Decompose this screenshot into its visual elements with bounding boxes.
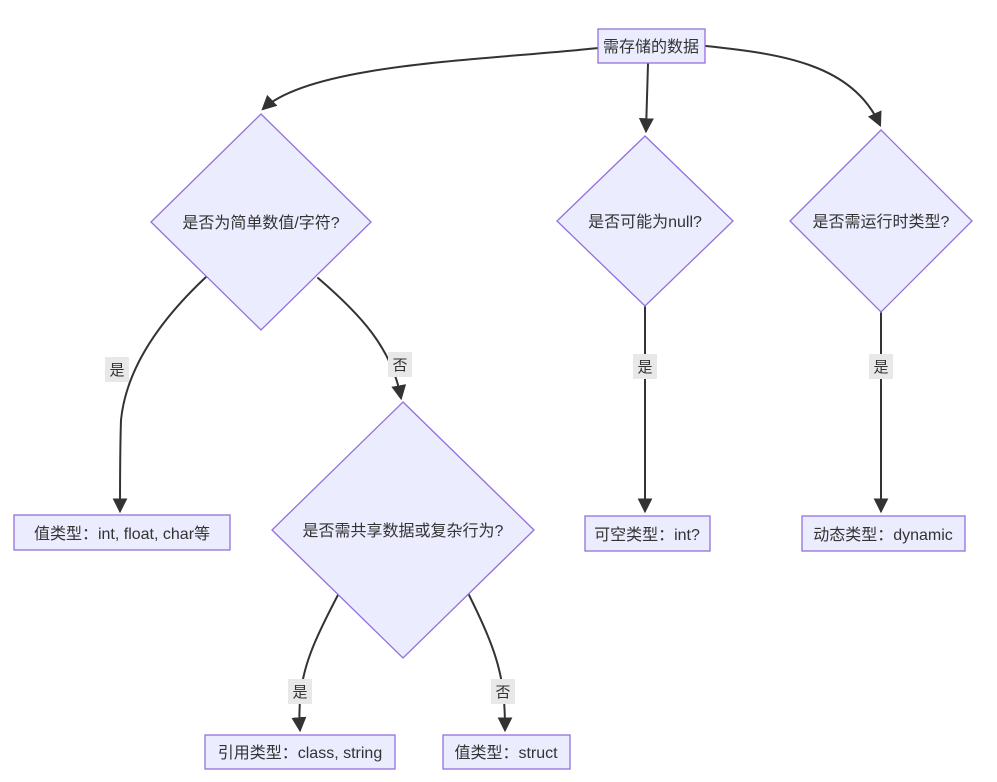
edge-simple-no-to-share <box>317 277 407 401</box>
node-result-struct: 值类型：struct <box>442 734 571 770</box>
edge-root-to-simple <box>261 47 599 111</box>
node-question-runtime-diamond <box>789 129 973 313</box>
node-result-dynamic: 动态类型：dynamic <box>801 515 966 552</box>
node-result-reference-box <box>204 734 396 770</box>
edge-root-to-runtime <box>705 45 882 128</box>
node-result-struct-label: 值类型：struct <box>454 744 558 762</box>
edge-simple-yes-to-value <box>112 276 207 514</box>
node-result-reference: 引用类型：class, string <box>204 734 396 770</box>
edge-label-text: 是 <box>637 359 652 376</box>
node-result-dynamic-box <box>801 515 966 552</box>
edge-label-background <box>105 357 129 382</box>
edge-label-background <box>491 679 515 704</box>
node-question-null-label: 是否可能为null? <box>588 213 702 231</box>
edge-label-share-yes: 是 <box>288 679 312 704</box>
edge-label-simple-no: 否 <box>388 352 412 377</box>
edge-label-text: 是 <box>292 684 307 701</box>
node-result-struct-box <box>442 734 571 770</box>
node-result-value-box <box>13 514 231 551</box>
node-question-runtime-label: 是否需运行时类型? <box>813 213 950 231</box>
node-question-simple: 是否为简单数值/字符? <box>150 113 372 331</box>
node-question-null: 是否可能为null? <box>556 135 734 307</box>
node-result-value-label: 值类型：int, float, char等 <box>34 525 210 543</box>
edge-share-yes-to-reference <box>291 592 340 733</box>
edge-label-text: 否 <box>495 684 510 701</box>
edge-label-share-no: 否 <box>491 679 515 704</box>
edge-root-to-null <box>638 63 654 134</box>
node-question-simple-diamond <box>150 113 372 331</box>
edge-label-null-yes: 是 <box>633 354 657 379</box>
node-result-nullable: 可空类型：int? <box>584 515 711 552</box>
node-question-share: 是否需共享数据或复杂行为? <box>271 401 535 659</box>
edge-label-simple-yes: 是 <box>105 357 129 382</box>
edge-label-background <box>869 354 893 379</box>
edge-label-text: 否 <box>392 357 407 374</box>
node-question-share-diamond <box>271 401 535 659</box>
node-question-simple-label: 是否为简单数值/字符? <box>182 214 339 232</box>
edge-label-runtime-yes: 是 <box>869 354 893 379</box>
node-result-reference-label: 引用类型：class, string <box>218 744 382 762</box>
node-question-runtime: 是否需运行时类型? <box>789 129 973 313</box>
node-question-share-label: 是否需共享数据或复杂行为? <box>303 522 504 540</box>
edge-label-background <box>633 354 657 379</box>
edge-share-no-to-struct <box>467 592 513 733</box>
node-result-nullable-label: 可空类型：int? <box>594 526 700 544</box>
node-result-dynamic-label: 动态类型：dynamic <box>813 526 953 544</box>
node-root-label: 需存储的数据 <box>603 38 699 56</box>
edge-label-text: 是 <box>873 359 888 376</box>
node-result-nullable-box <box>584 515 711 552</box>
node-root-box <box>597 28 706 64</box>
edge-label-text: 是 <box>109 362 124 379</box>
edge-label-background <box>388 352 412 377</box>
node-question-null-diamond <box>556 135 734 307</box>
node-root: 需存储的数据 <box>597 28 706 64</box>
edge-label-background <box>288 679 312 704</box>
node-result-value: 值类型：int, float, char等 <box>13 514 231 551</box>
